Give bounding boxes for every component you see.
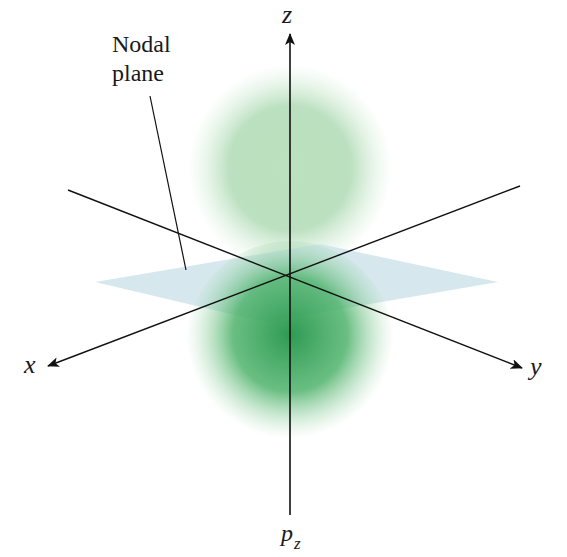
axis-label: z xyxy=(282,2,292,28)
axis-label: x xyxy=(24,352,36,378)
orbital-label: p xyxy=(281,521,293,545)
callout-label: Nodal plane xyxy=(112,30,212,88)
orbital-subscript: z xyxy=(294,535,301,552)
y-axis xyxy=(68,190,522,368)
axis-label: y xyxy=(530,354,542,380)
leader-line xyxy=(150,96,186,270)
